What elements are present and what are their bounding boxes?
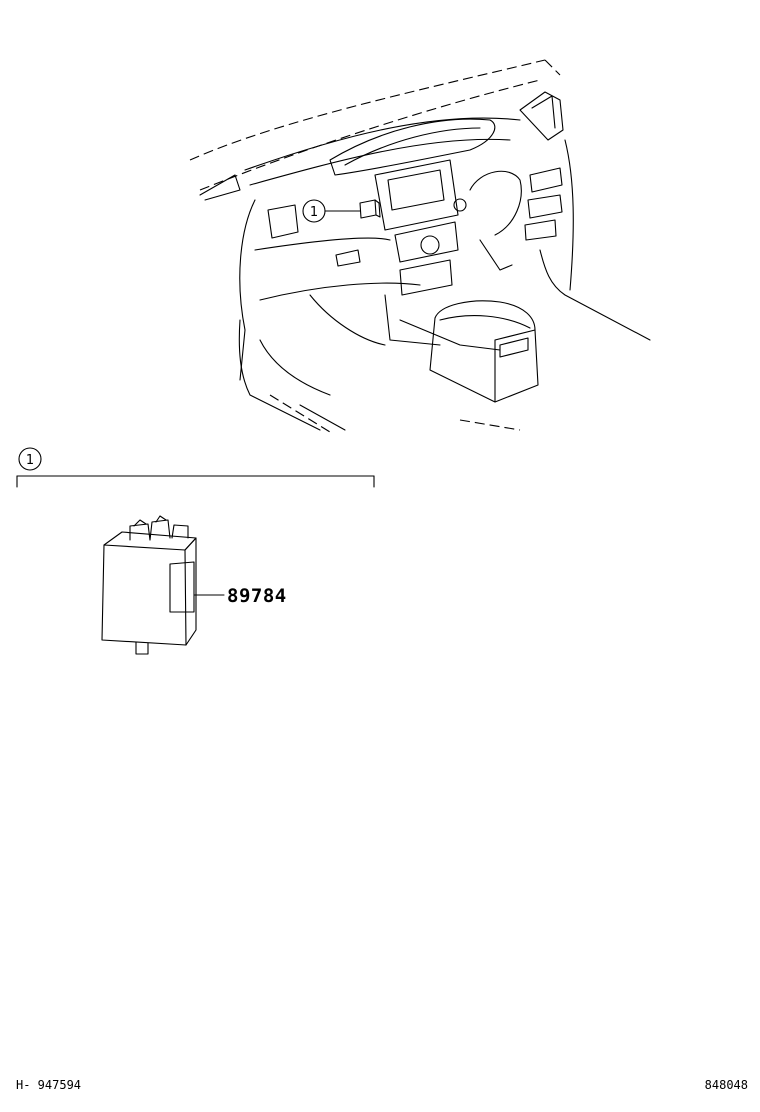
- section-callout-label: 1: [26, 453, 34, 468]
- callout-top: 1: [302, 199, 361, 223]
- drawing-code-left: H- 947594: [16, 1078, 82, 1092]
- section-header: 1: [16, 447, 375, 488]
- callout-top-label: 1: [310, 205, 318, 220]
- part-number-89784: 89784: [227, 585, 287, 607]
- dashboard-illustration: [189, 59, 651, 433]
- ecu-module-drawing: 89784: [101, 515, 287, 655]
- drawing-code-right: 848048: [704, 1078, 748, 1092]
